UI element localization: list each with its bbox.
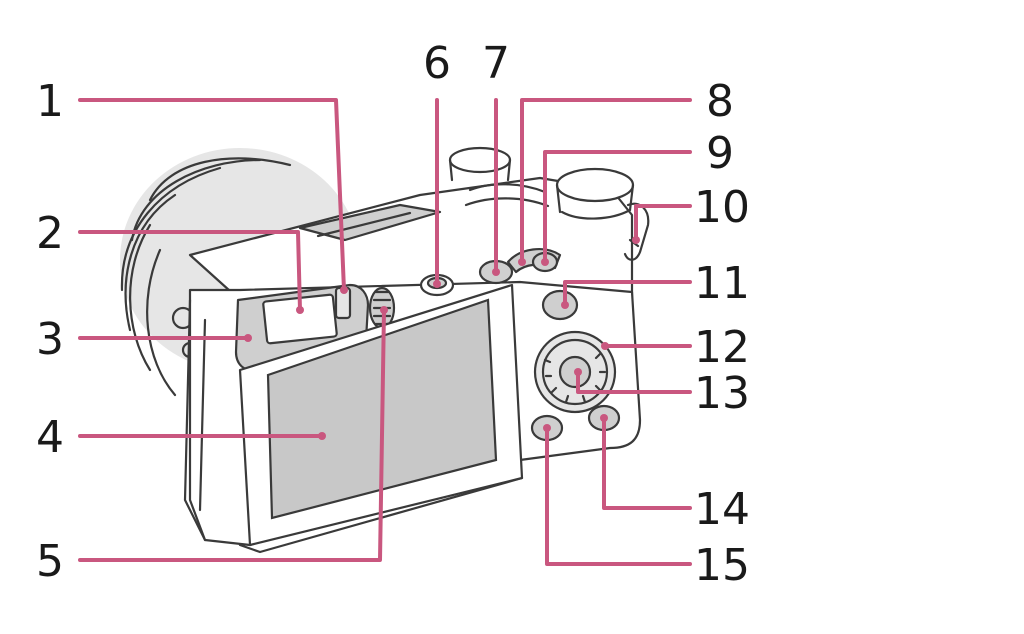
callout-11: 11: [694, 258, 750, 309]
leader-5: [78, 308, 386, 562]
callout-5: 5: [36, 536, 64, 587]
callout-4: 4: [36, 412, 64, 463]
leader-8: [520, 98, 692, 264]
callout-15: 15: [694, 540, 750, 591]
callout-numbers: 1 2 3 4 5 6 7 8 9 10 11 12 13 14 15: [36, 38, 750, 591]
callout-10: 10: [694, 182, 750, 233]
leader-15: [545, 426, 692, 566]
leader-2: [78, 230, 302, 312]
leader-lines: [78, 98, 692, 566]
callout-2: 2: [36, 208, 64, 259]
callout-13: 13: [694, 368, 750, 419]
callout-1: 1: [36, 76, 64, 127]
leader-10: [634, 204, 692, 242]
callout-7: 7: [482, 38, 510, 89]
callout-14: 14: [694, 484, 750, 535]
callout-9: 9: [706, 128, 734, 179]
callout-6: 6: [423, 38, 451, 89]
callout-8: 8: [706, 76, 734, 127]
leader-1: [78, 98, 346, 292]
callout-3: 3: [36, 314, 64, 365]
callout-12: 12: [694, 322, 750, 373]
leader-9: [543, 150, 692, 264]
leader-13: [576, 370, 692, 394]
leader-14: [602, 416, 692, 510]
leader-11: [563, 280, 692, 307]
